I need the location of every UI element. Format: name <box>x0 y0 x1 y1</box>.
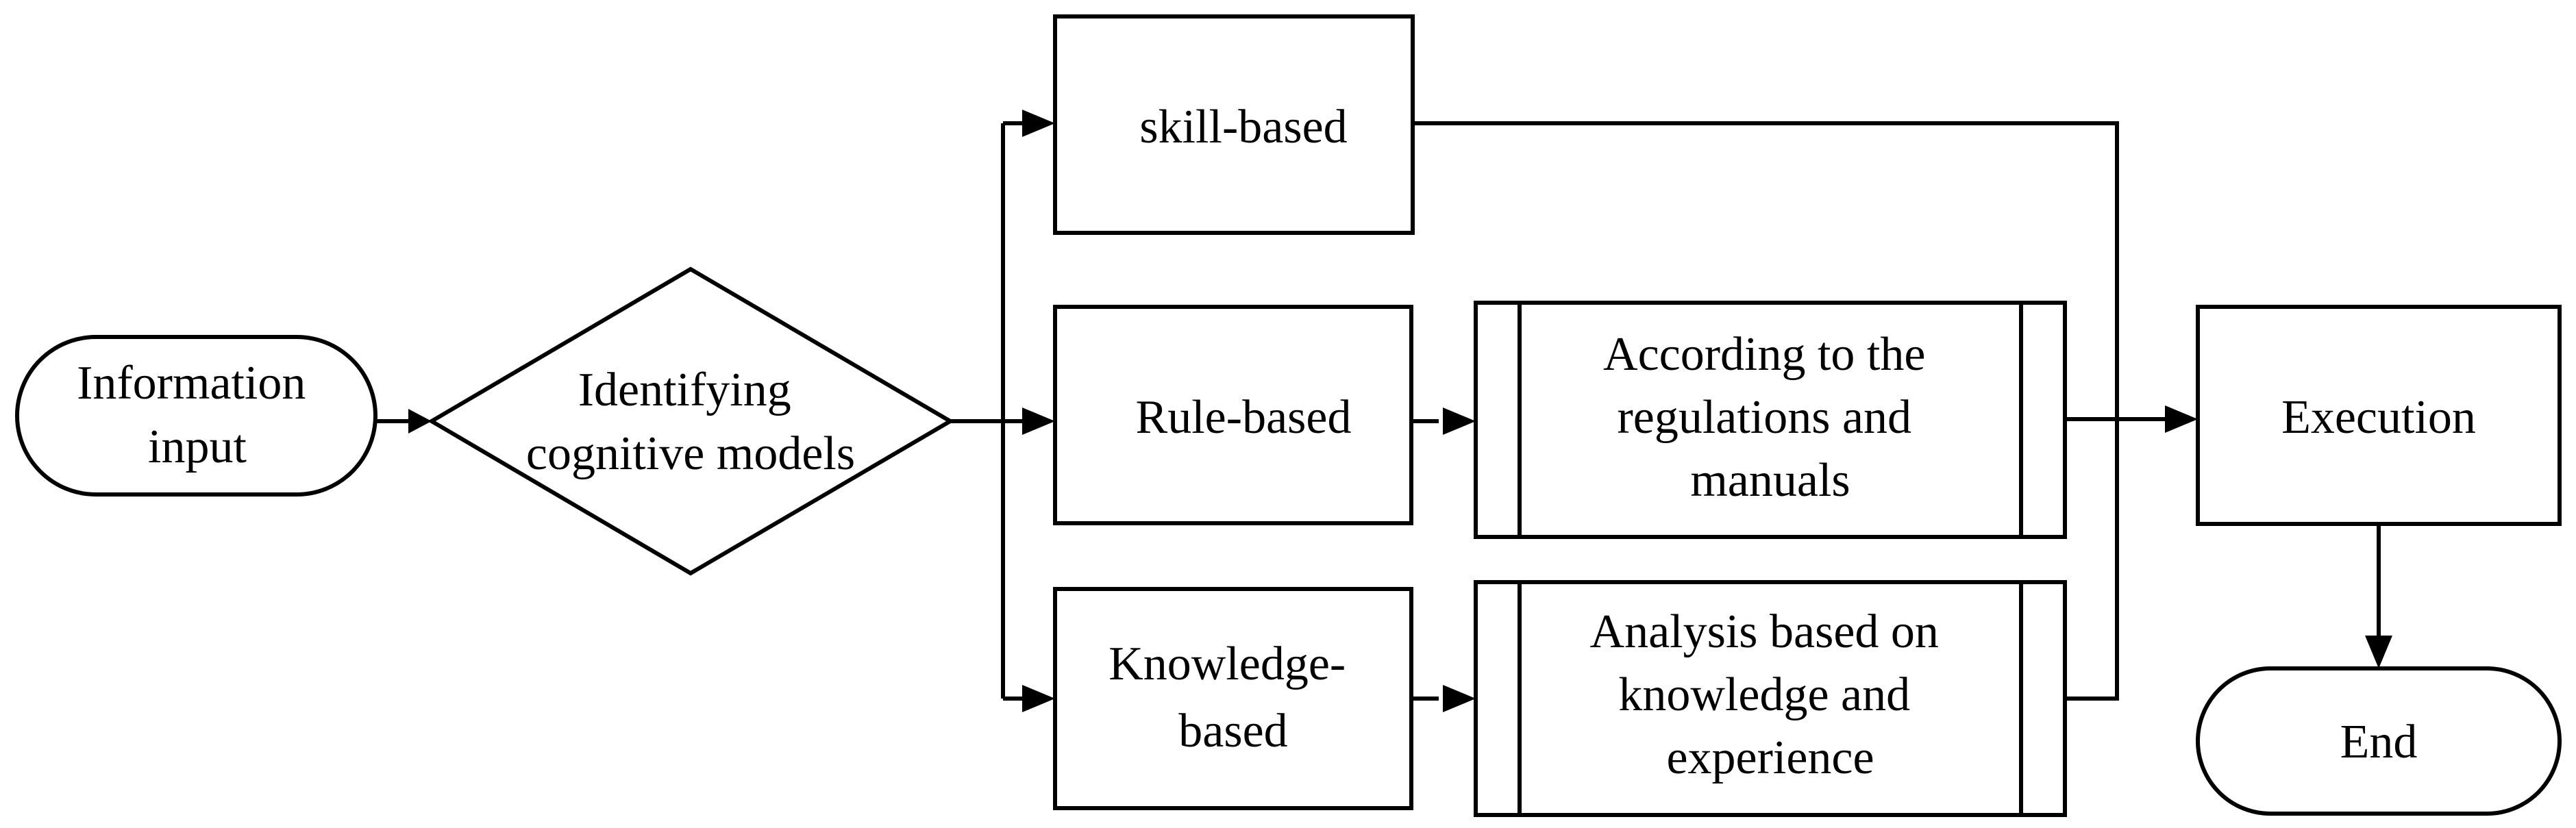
rule-based-box <box>1053 305 1413 525</box>
arrowhead-skill-based <box>1022 110 1055 137</box>
connector-skill-to-merge <box>1413 121 2119 421</box>
end-node: End <box>2196 666 2562 816</box>
arrowhead-experience <box>1443 685 1476 712</box>
information-input-line-2: input <box>148 421 247 473</box>
arrowhead-decision <box>408 409 432 434</box>
connector-experience-to-merge <box>2065 419 2119 701</box>
regulations-manuals-line-2: regulations and <box>1617 391 1911 444</box>
knowledge-based-label: Knowledge- based <box>1109 638 1358 757</box>
knowledge-based-line-1: Knowledge- <box>1109 638 1346 690</box>
arrowhead-regulations <box>1443 407 1476 435</box>
knowledge-based-line-2: based <box>1178 705 1287 757</box>
arrowhead-end <box>2365 636 2392 668</box>
knowledge-experience-label: Analysis based on knowledge and experien… <box>1590 605 1951 784</box>
knowledge-experience-line-1: Analysis based on <box>1590 605 1939 658</box>
execution-box <box>2196 305 2562 526</box>
execution-line-1: Execution <box>2281 391 2476 444</box>
information-input-node: Information input <box>15 335 377 497</box>
regulations-manuals-line-1: According to the <box>1603 328 1925 381</box>
identify-models-line-1: Identifying <box>578 364 791 416</box>
knowledge-experience-line-3: experience <box>1666 731 1874 784</box>
identify-models-diamond <box>428 266 954 576</box>
end-label: End <box>2340 716 2418 768</box>
regulations-manuals-node: According to the regulations and manuals <box>1474 301 2067 539</box>
knowledge-experience-line-2: knowledge and <box>1618 668 1910 721</box>
information-input-label: Information input <box>77 357 318 473</box>
identify-models-line-2: cognitive models <box>526 427 855 480</box>
end-terminator <box>2196 666 2562 816</box>
regulations-manuals-line-3: manuals <box>1690 454 1850 507</box>
regulations-manuals-label: According to the regulations and manuals <box>1603 328 1937 507</box>
connectors <box>375 121 2381 701</box>
end-line-1: End <box>2340 716 2418 768</box>
knowledge-experience-box <box>1474 580 2067 817</box>
rule-based-label: Rule-based <box>1136 391 1352 444</box>
identify-models-node: Identifying cognitive models <box>428 266 954 576</box>
knowledge-based-node: Knowledge- based <box>1053 587 1413 810</box>
rule-based-line-1: Rule-based <box>1136 391 1352 444</box>
knowledge-based-box <box>1053 587 1413 810</box>
arrowheads <box>408 110 2392 712</box>
knowledge-experience-node: Analysis based on knowledge and experien… <box>1474 580 2067 817</box>
skill-based-box <box>1053 14 1415 235</box>
arrowhead-knowledge-based <box>1022 685 1055 712</box>
regulations-manuals-box <box>1474 301 2067 539</box>
skill-based-line-1: skill-based <box>1139 101 1347 153</box>
identify-models-label: Identifying cognitive models <box>526 364 855 480</box>
information-input-terminator <box>15 335 377 497</box>
information-input-line-1: Information <box>77 357 306 410</box>
skill-based-label: skill-based <box>1139 101 1347 153</box>
execution-node: Execution <box>2196 305 2562 526</box>
arrowhead-execution <box>2165 405 2198 433</box>
rule-based-node: Rule-based <box>1053 305 1413 525</box>
arrowhead-rule-based <box>1022 407 1055 435</box>
execution-label: Execution <box>2281 391 2476 444</box>
skill-based-node: skill-based <box>1053 14 1415 235</box>
